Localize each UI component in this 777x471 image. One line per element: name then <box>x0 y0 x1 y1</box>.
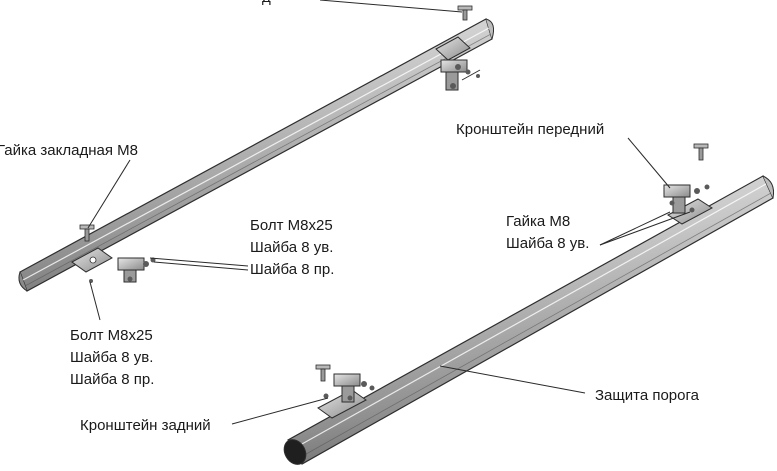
embedded-nut-top <box>457 5 473 21</box>
label-bracket-front: Кронштейн передний <box>456 121 604 138</box>
rear-bracket-lower <box>323 373 375 403</box>
label-bolt-right-3: Шайба 8 пр. <box>250 261 334 278</box>
embedded-nut-left <box>79 224 95 242</box>
front-bracket-lower <box>663 184 710 214</box>
embedded-nut-rear-lower <box>315 364 331 382</box>
leader-lines <box>87 0 691 425</box>
left-sill-guard-tube <box>18 18 494 292</box>
label-washer-nut: Шайба 8 ув. <box>506 235 589 252</box>
label-nut-m8: Гайка М8 <box>506 213 570 230</box>
label-bracket-rear: Кронштейн задний <box>80 417 211 434</box>
label-nut-embedded: Гайка закладная М8 <box>0 142 138 159</box>
front-bracket-upper <box>440 59 481 91</box>
embedded-nut-right <box>693 143 709 161</box>
label-top-cut: д <box>262 0 271 6</box>
label-bolt-left-3: Шайба 8 пр. <box>70 371 154 388</box>
label-bolt-left-2: Шайба 8 ув. <box>70 349 153 366</box>
label-bolt-left-1: Болт М8x25 <box>70 327 153 344</box>
label-sill-guard: Защита порога <box>595 387 700 404</box>
label-bolt-right-1: Болт М8x25 <box>250 217 333 234</box>
label-bolt-right-2: Шайба 8 ув. <box>250 239 333 256</box>
rear-bracket-upper <box>89 257 156 283</box>
